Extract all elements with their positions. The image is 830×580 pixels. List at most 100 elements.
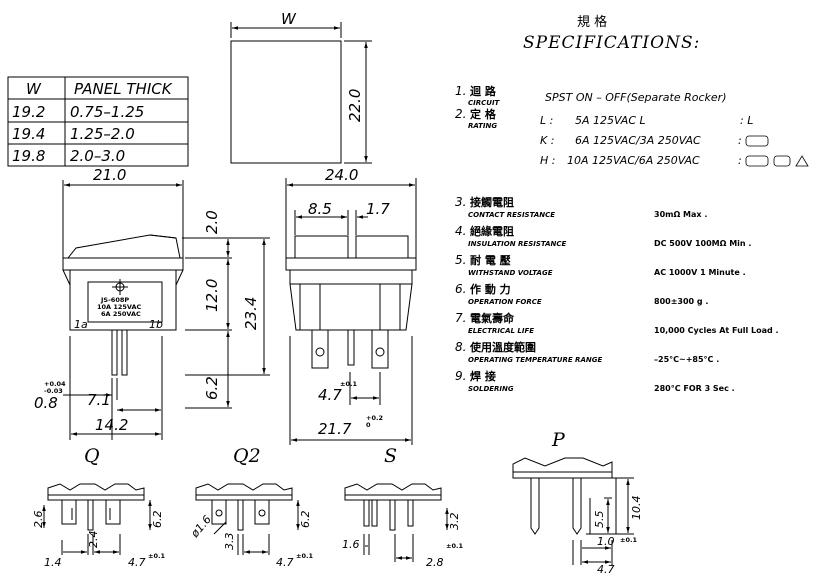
variant-p-dim: 4.7	[597, 563, 615, 576]
spec-row-value: 280°C FOR 3 Sec .	[654, 384, 735, 393]
table-row-w: 19.4	[12, 125, 45, 143]
spec-circuit-value: SPST ON – OFF(Separate Rocker)	[545, 91, 726, 104]
variant-q2-dim: ø1.6	[188, 513, 214, 541]
side-dim-total: 23.4	[242, 297, 260, 330]
top-view-height-label: 22.0	[346, 89, 364, 122]
table-row-w: 19.2	[12, 103, 45, 121]
variant-q-dim: 6.2	[151, 511, 164, 529]
front-dim-base-tol-minus: 0	[366, 421, 371, 429]
spec-row-num: 7.	[455, 311, 466, 325]
table-row-w: 19.8	[12, 147, 45, 165]
side-dim-base: 14.2	[95, 416, 128, 434]
table-row-thick: 2.0–3.0	[70, 147, 125, 165]
side-term-1a: 1a	[74, 318, 88, 331]
table-row-thick: 0.75–1.25	[70, 103, 144, 121]
front-view	[285, 178, 417, 445]
side-dim-mid: 12.0	[203, 279, 221, 312]
front-dim-left: 8.5	[308, 200, 332, 218]
spec-rating-en: RATING	[468, 122, 497, 130]
top-view	[230, 22, 372, 164]
side-dim-pin-gap: 7.1	[87, 391, 111, 409]
side-term-1b: 1b	[149, 318, 163, 331]
front-dim-base: 21.7	[318, 420, 352, 438]
top-view-w-label: W	[281, 10, 297, 28]
spec-circuit-en: CIRCUIT	[468, 99, 501, 107]
variant-q2-drawing	[195, 483, 300, 555]
spec-circuit-num: 1.	[455, 84, 466, 98]
variant-q-dim: 4.7	[128, 556, 146, 569]
variant-s-dim: 1.6	[342, 538, 360, 551]
spec-row-zh: 作 動 力	[470, 282, 511, 296]
variant-p-label: P	[551, 429, 566, 451]
variant-q2-label: Q2	[233, 445, 261, 467]
side-body-rating-1: 10A 125VAC	[97, 303, 142, 311]
spec-row-num: 9.	[455, 369, 466, 383]
variant-p-dim: 10.4	[630, 496, 643, 521]
spec-rating-value: 6A 125VAC/3A 250VAC	[575, 134, 701, 147]
variant-q-drawing	[42, 483, 152, 555]
spec-rating-num: 2.	[455, 107, 466, 121]
table-row-thick: 1.25–2.0	[70, 125, 135, 143]
spec-rating-code: L :	[540, 114, 553, 127]
variant-q2-dim: 4.7	[276, 556, 294, 569]
front-dim-term-tol: ±0.1	[340, 380, 357, 388]
side-view	[62, 180, 270, 440]
front-dim-term: 4.7	[318, 386, 342, 404]
spec-row-en: OPERATING TEMPERATURE RANGE	[468, 356, 602, 364]
spec-row-num: 3.	[455, 195, 466, 209]
side-dim-top: 2.0	[203, 210, 221, 234]
spec-row-en: OPERATION FORCE	[468, 298, 542, 306]
side-body-model: JS-608P	[100, 296, 129, 304]
spec-row-zh: 絕緣電阻	[470, 224, 514, 238]
spec-row-zh: 電氣壽命	[470, 311, 515, 325]
variant-s-tol: ±0.1	[446, 542, 463, 550]
spec-row-value: AC 1000V 1 Minute .	[654, 268, 746, 277]
spec-row-value: DC 500V 100MΩ Min .	[654, 239, 751, 248]
spec-row-value: 30mΩ Max .	[654, 210, 707, 219]
side-dim-bottom: 6.2	[203, 376, 221, 400]
spec-title-en: SPECIFICATIONS:	[523, 33, 700, 53]
variant-q-dim: 2.4	[87, 531, 100, 549]
variant-p-tol: ±0.1	[620, 536, 637, 544]
spec-row-num: 6.	[455, 282, 466, 296]
spec-row-value: 800±300 g .	[654, 297, 708, 306]
variant-s-dim: 2.8	[426, 556, 444, 569]
variant-s-drawing	[344, 483, 449, 562]
variant-p-dim: 5.5	[593, 511, 606, 529]
variant-q-label: Q	[84, 445, 100, 467]
side-dim-tol-plus: +0.04	[44, 380, 66, 388]
spec-row-zh: 使用溫度範圍	[469, 340, 536, 354]
spec-row-en: CONTACT RESISTANCE	[468, 211, 555, 219]
variant-p-dim: 1.0	[597, 535, 615, 548]
spec-row-en: SOLDERING	[468, 385, 514, 393]
spec-rating-code: K :	[540, 134, 554, 147]
variant-p-drawing	[512, 457, 634, 565]
table-header-thick: PANEL THICK	[74, 80, 173, 98]
spec-rows: 3. 接觸電阻 CONTACT RESISTANCE 30mΩ Max . 4.…	[455, 195, 779, 393]
certification-marks-icon	[745, 135, 809, 167]
spec-title-zh: 規 格	[577, 14, 607, 30]
spec-row-en: INSULATION RESISTANCE	[468, 240, 567, 248]
spec-rating-value: 5A 125VAC L	[575, 114, 646, 127]
spec-row-value: –25°C~+85°C .	[654, 355, 719, 364]
variant-q-dim: 1.4	[44, 556, 62, 569]
variant-q2-tol: ±0.1	[296, 552, 313, 560]
side-dim-tol-minus: -0.03	[44, 387, 63, 395]
panel-thick-table	[7, 76, 189, 167]
spec-rating-suffix: :	[738, 154, 742, 167]
spec-rating-suffix: : L	[740, 114, 753, 127]
spec-rating-value: 10A 125VAC/6A 250VAC	[567, 154, 700, 167]
spec-circuit-zh: 迴 路	[469, 84, 497, 98]
spec-row-num: 8.	[455, 340, 466, 354]
side-body-rating-2: 6A 250VAC	[101, 310, 141, 318]
side-view-width: 21.0	[93, 166, 126, 184]
spec-rating-zh: 定 格	[470, 107, 497, 121]
spec-row-en: WITHSTAND VOLTAGE	[468, 269, 553, 277]
spec-row-zh: 接觸電阻	[470, 195, 514, 209]
variant-s-dim: 3.2	[448, 513, 461, 531]
variant-q2-dim: 3.3	[223, 533, 236, 551]
variant-q2-dim: 6.2	[299, 511, 312, 529]
table-header-w: W	[26, 80, 42, 98]
front-dim-base-tol-plus: +0.2	[366, 414, 383, 422]
